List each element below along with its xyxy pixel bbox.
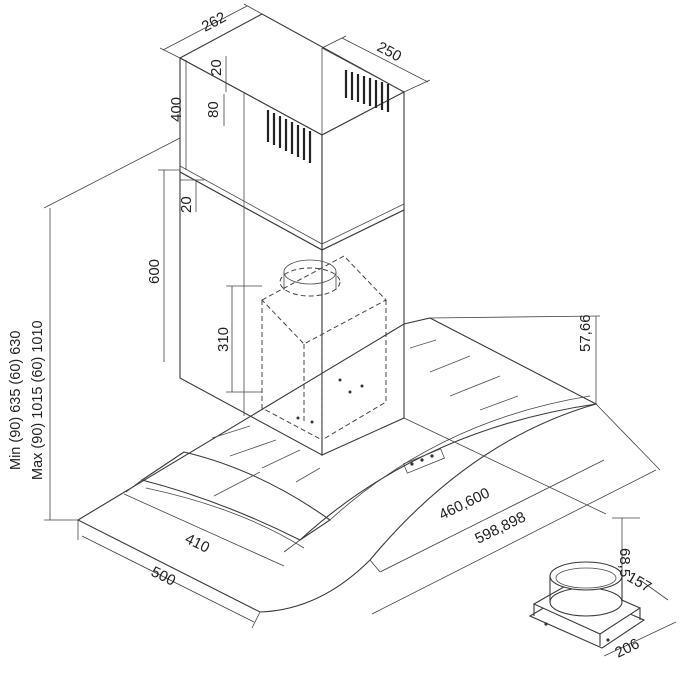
dim-vent-height: 80: [205, 101, 222, 118]
dim-outer-depth: 500: [148, 563, 178, 589]
dim-glass-height: 57,66: [577, 314, 594, 352]
vent-slots-right: [344, 70, 390, 112]
dimension-lines: [43, 3, 677, 657]
motor-housing: [261, 255, 387, 441]
chimney: [178, 13, 406, 456]
dim-inner-width: 460,600: [436, 485, 492, 524]
dim-top-gap: 20: [208, 59, 225, 76]
vent-slots-left: [266, 110, 312, 163]
dim-chimney-width: 250: [374, 39, 404, 66]
dim-chimney-depth: 262: [199, 9, 229, 36]
dim-total-height-min: Min (90) 635 (60) 630: [8, 331, 24, 470]
dim-chimney-lower: 600: [146, 259, 163, 284]
dim-total-height-max: Max (90) 1015 (60) 1010: [30, 320, 46, 480]
dim-motor-height: 310: [215, 327, 232, 352]
dim-adapter-height: 68,5: [616, 548, 633, 577]
dim-adapter-width: 206: [612, 635, 642, 661]
dim-mid-gap: 20: [178, 196, 195, 213]
dim-chimney-upper: 400: [168, 97, 185, 122]
dim-inner-depth: 410: [182, 530, 212, 556]
glass-canopy: [76, 317, 598, 613]
duct-adapter: [528, 561, 646, 649]
dim-outer-width: 598,898: [472, 509, 528, 548]
